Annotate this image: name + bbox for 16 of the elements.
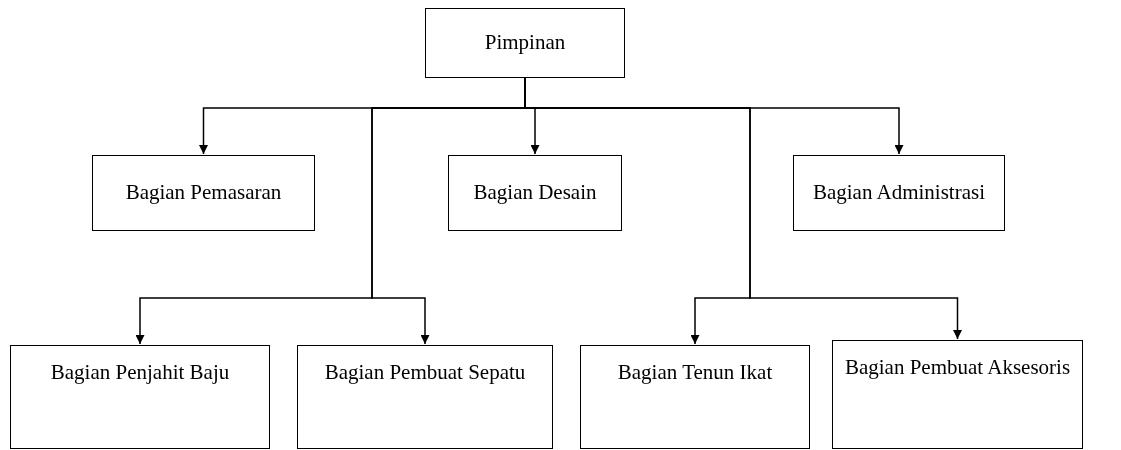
org-unit-box <box>448 155 622 231</box>
org-unit-box <box>92 155 315 231</box>
unit-name: Bagian Pembuat Sepatu <box>324 360 526 386</box>
org-unit-box <box>425 8 625 78</box>
unit-name: Pimpinan <box>484 30 566 56</box>
org-unit-box <box>297 345 553 449</box>
unit-name: Bagian Penjahit Baju <box>50 360 230 386</box>
unit-name: Bagian Tenun Ikat <box>617 360 773 386</box>
org-unit-box <box>832 340 1083 449</box>
org-unit-box <box>793 155 1005 231</box>
unit-name: Bagian Desain <box>473 180 597 206</box>
unit-name: Bagian Pemasaran <box>125 180 282 206</box>
org-unit-box <box>580 345 810 449</box>
unit-name: Bagian Pembuat Aksesoris <box>844 355 1071 381</box>
org-unit-box <box>10 345 270 449</box>
unit-name: Bagian Administrasi <box>812 180 986 206</box>
